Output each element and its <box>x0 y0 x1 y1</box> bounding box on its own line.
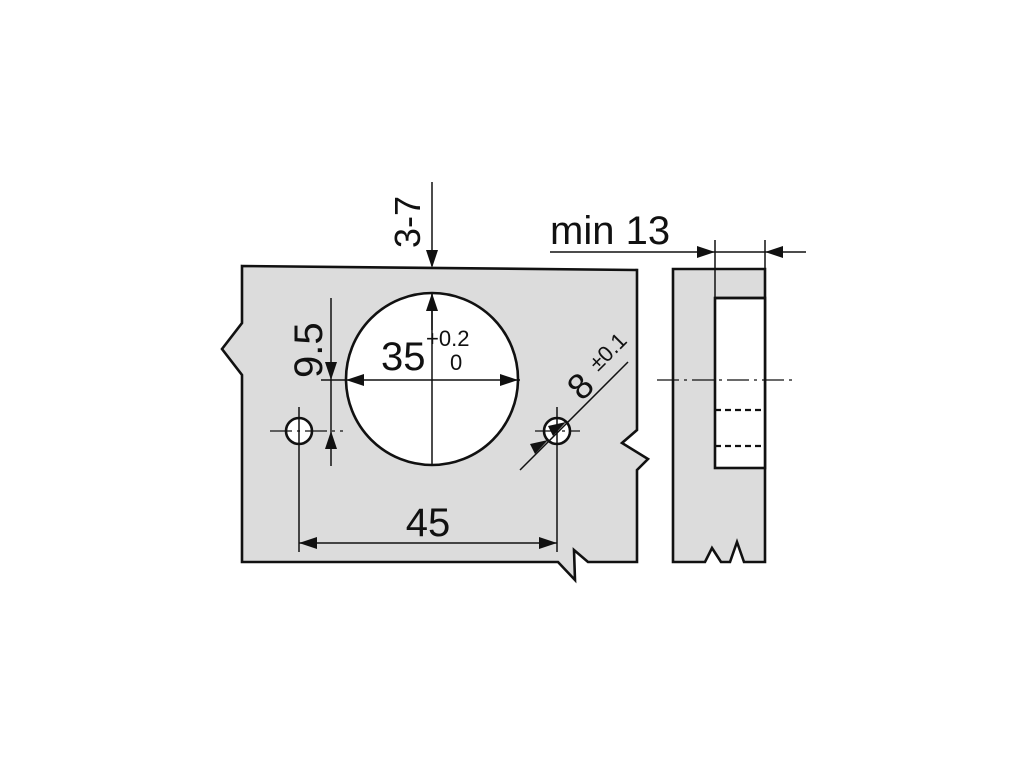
cup-diameter-arrow-left <box>346 374 364 386</box>
cup-diameter-arrow-right <box>500 374 518 386</box>
min-thickness-label: min 13 <box>550 209 670 253</box>
cup-recess-section <box>713 296 767 470</box>
cup-diameter-label: 35 <box>381 335 426 379</box>
screw-hole-arrow-inner <box>530 440 548 454</box>
cup-diameter-tol-upper: +0.2 <box>426 326 469 351</box>
screw-hole-arrow-outer <box>548 422 566 436</box>
screw-hole-dim-line <box>519 361 629 471</box>
edge-distance-label: 9.5 <box>287 322 331 378</box>
depth-offset-arrow-top <box>426 250 438 268</box>
min-thickness-arrow-left <box>697 246 715 258</box>
edge-distance-arrow-down <box>325 362 337 380</box>
edge-distance-arrow-up <box>325 431 337 449</box>
hole-spacing-label: 45 <box>406 501 451 545</box>
min-thickness-arrow-right <box>765 246 783 258</box>
hole-spacing-arrow-left <box>299 537 317 549</box>
hole-spacing-arrow-right <box>539 537 557 549</box>
cup-diameter-tol-lower: 0 <box>450 350 462 375</box>
depth-offset-label: 3-7 <box>387 196 428 248</box>
